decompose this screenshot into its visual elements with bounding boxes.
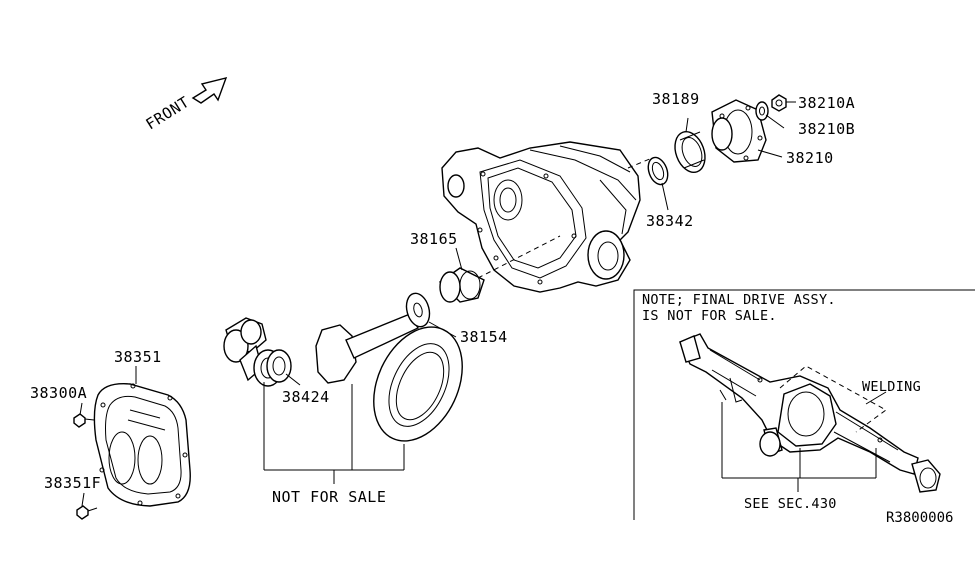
front-label: FRONT (143, 93, 193, 134)
label-38424: 38424 (282, 388, 330, 406)
not-for-sale-label: NOT FOR SALE (272, 488, 386, 506)
gear-carrier-housing (441, 141, 641, 293)
reference-code: R3800006 (886, 510, 953, 526)
see-sec-bracket (721, 402, 877, 492)
center-line (477, 235, 561, 279)
welding-label: WELDING (862, 379, 921, 395)
note-line-1: NOTE; FINAL DRIVE ASSY. (642, 292, 836, 308)
rear-cover-part (93, 383, 191, 507)
front-arrow: FRONT (143, 77, 228, 134)
label-38300a: 38300A (30, 384, 87, 402)
ring-gear-part (373, 326, 463, 442)
note-box: NOTE; FINAL DRIVE ASSY. IS NOT FOR SALE. (633, 289, 975, 520)
label-38154: 38154 (460, 328, 508, 346)
oil-seal-38189 (674, 117, 706, 174)
bolt-38351f (76, 505, 98, 520)
drive-pinion-part (315, 313, 419, 384)
companion-flange-38210 (711, 99, 783, 163)
washer-38154 (405, 292, 457, 338)
bearing-38165 (438, 247, 485, 303)
see-sec-label: SEE SEC.430 (744, 496, 837, 512)
not-for-sale-bracket (263, 382, 405, 484)
label-38342: 38342 (646, 212, 694, 230)
center-line-front (627, 157, 653, 169)
bolt-38300a (73, 413, 95, 428)
note-line-2: IS NOT FOR SALE. (642, 308, 777, 324)
axle-assembly (679, 333, 941, 493)
label-38210b: 38210B (798, 120, 855, 138)
label-38351f: 38351F (44, 474, 101, 492)
label-38210: 38210 (786, 149, 834, 167)
label-38210a: 38210A (798, 94, 855, 112)
label-38189: 38189 (652, 90, 700, 108)
bearing-38424 (266, 349, 301, 386)
label-38351: 38351 (114, 348, 162, 366)
label-38165: 38165 (410, 230, 458, 248)
nut-38210a (771, 94, 796, 112)
washer-38210b (755, 101, 785, 129)
seal-38342 (647, 156, 669, 211)
